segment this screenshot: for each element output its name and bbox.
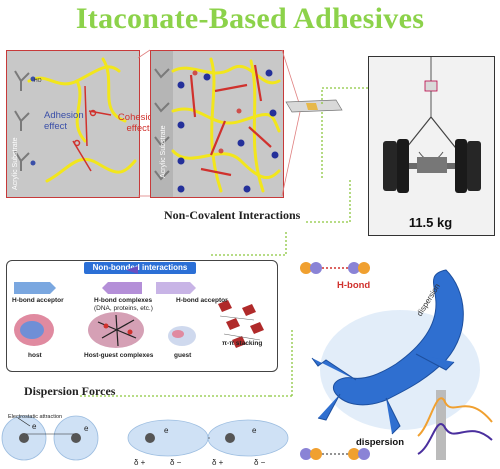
dispersion-atoms-illustration (1, 415, 289, 461)
electron-label: e (84, 424, 89, 433)
delta-minus-label: δ − (170, 458, 182, 467)
delta-plus-label: δ + (212, 458, 224, 467)
dispersion-forces-title: Dispersion Forces (24, 384, 116, 398)
page-title: Itaconate-Based Adhesives (75, 2, 425, 35)
electron-label: e (164, 426, 169, 435)
weight-test-photo (368, 56, 495, 236)
dumbbell-illustration (369, 57, 494, 235)
hbond-acceptor-right-label: H-bond acceptor (176, 297, 228, 304)
delta-minus-label: δ − (254, 458, 266, 467)
non-covalent-interactions-title: Non-Covalent Interactions (164, 208, 301, 222)
adhesion-cohesion-illustration (14, 57, 137, 183)
delta-plus-label: δ + (134, 458, 146, 467)
host-label: host (28, 352, 42, 359)
adhesion-cohesion-panel (6, 50, 140, 198)
ho-label: HO (34, 78, 42, 84)
hbond-acceptor-left-label: H-bond acceptor (12, 297, 64, 304)
electrostatic-attraction-label: Electrostatic attraction (8, 414, 63, 420)
polymer-network-illustration (151, 51, 281, 197)
host-guest-label: Host-guest complexes (84, 352, 154, 359)
electron-label: e (32, 422, 37, 431)
nonbonded-header: Non-bonded interactions (84, 262, 196, 274)
polymer-network-panel (150, 50, 284, 198)
hbond-complexes-sub-label: (DNA, proteins, etc.) (94, 305, 153, 312)
pi-stacking-label: π-π stacking (222, 340, 263, 347)
nonbonded-illustration (14, 266, 264, 348)
hbond-complexes-label: H-bond complexes (94, 297, 153, 304)
cohesion-effect-label: Cohesion effect (117, 112, 159, 134)
guest-label: guest (174, 352, 192, 359)
electron-label: e (252, 426, 257, 435)
adhesion-effect-label: Adhesion effect (44, 110, 84, 132)
nonbonded-interactions-box (6, 260, 278, 372)
weight-label: 11.5 kg (408, 215, 453, 230)
dispersion-label: dispersion (356, 437, 405, 448)
gecko-illustration (300, 262, 493, 460)
hbond-label: H-bond (337, 280, 371, 291)
